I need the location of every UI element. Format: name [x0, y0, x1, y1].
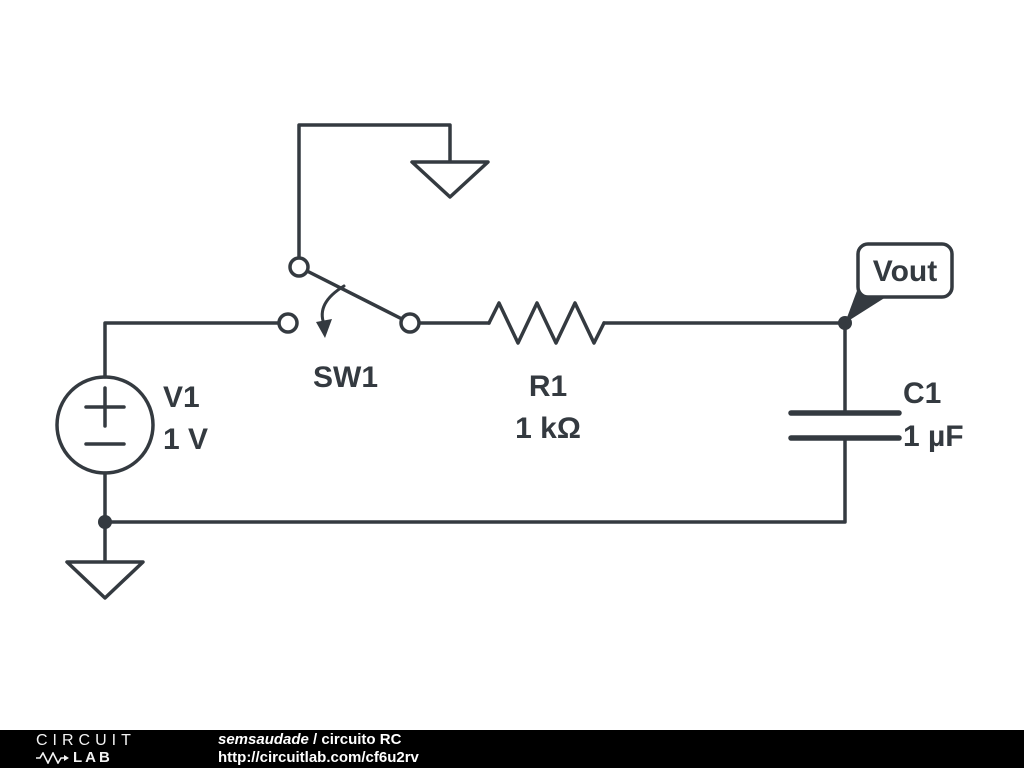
- r1-name-label: R1: [529, 370, 567, 403]
- vout-flag: Vout: [845, 242, 954, 323]
- c1-name-label: C1: [903, 377, 941, 410]
- r1-value-label: 1 kΩ: [515, 412, 581, 445]
- logo-text-lab: LAB: [73, 749, 113, 766]
- schematic-byline: semsaudade / circuito RC: [218, 731, 419, 749]
- c1-value-label: 1 µF: [903, 420, 964, 453]
- wire-switch-to-top-ground: [297, 123, 452, 268]
- switch-terminal-left: [277, 312, 299, 334]
- circuit-schematic: V1 1 V C1 1 µF R1 1 kΩ: [55, 123, 964, 600]
- capacitor-c1: [788, 322, 902, 441]
- circuitlab-logo: CIRCUIT LAB: [36, 732, 136, 766]
- v1-name-label: V1: [163, 381, 200, 414]
- schematic-meta: semsaudade / circuito RC http://circuitl…: [218, 731, 419, 767]
- voltage-source-v1: [55, 375, 155, 475]
- schematic-title: circuito RC: [321, 731, 402, 748]
- v1-value-label: 1 V: [163, 423, 208, 456]
- wire-bottom-rail: [103, 438, 847, 524]
- author-name: semsaudade: [218, 731, 309, 748]
- logo-text-circuit: CIRCUIT: [36, 732, 136, 749]
- logo-bottom-row: LAB: [36, 749, 136, 766]
- vout-label: Vout: [873, 255, 937, 288]
- vout-flag-box: [856, 242, 954, 299]
- schematic-canvas: V1 1 V C1 1 µF R1 1 kΩ: [55, 123, 964, 600]
- schematic-url[interactable]: http://circuitlab.com/cf6u2rv: [218, 749, 419, 766]
- ground-symbol-bottom: [65, 560, 145, 600]
- switch-sw1: [277, 256, 421, 338]
- ground-symbol-top: [410, 160, 490, 199]
- switch-blade: [305, 269, 404, 321]
- resistor-logo-icon: [36, 751, 69, 764]
- resistor-r1: [417, 301, 847, 345]
- byline-separator: /: [308, 731, 322, 748]
- footer-bar: CIRCUIT LAB semsaudade / circuito RC htt…: [0, 730, 1024, 768]
- switch-arrowhead-icon: [316, 319, 332, 338]
- sw1-label: SW1: [313, 361, 378, 394]
- wire-source-to-switch: [103, 321, 281, 379]
- switch-motion-arc: [320, 284, 346, 326]
- switch-terminal-right: [399, 312, 421, 334]
- switch-terminal-top: [288, 256, 310, 278]
